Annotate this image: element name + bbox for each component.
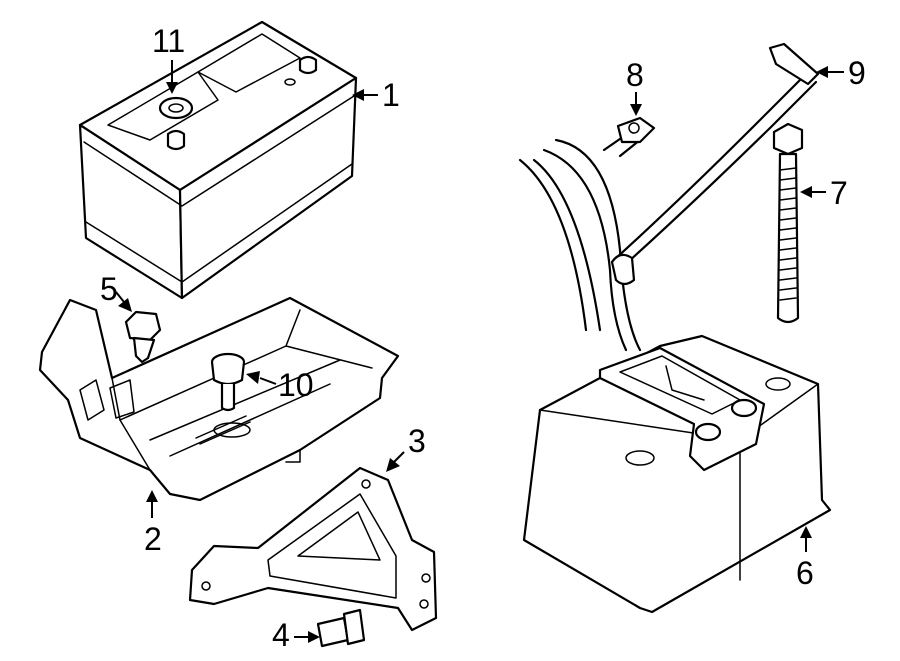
callout-5: 5: [100, 271, 118, 307]
bolt-4: [316, 608, 366, 648]
callout-7: 7: [830, 175, 848, 211]
callout-10: 10: [278, 367, 314, 403]
battery-cover-6: [522, 334, 832, 614]
callout-4: 4: [272, 617, 290, 653]
callout-1: 1: [382, 77, 400, 113]
clip-10: [210, 352, 246, 412]
push-pin-5: [124, 310, 162, 364]
callout-9: 9: [848, 55, 866, 91]
hold-down-bolt-7: [772, 122, 804, 324]
callout-6: 6: [796, 555, 814, 591]
bracket: [188, 466, 438, 632]
callout-8: 8: [626, 57, 644, 93]
callout-3: 3: [408, 423, 426, 459]
callout-2: 2: [144, 521, 162, 557]
battery-cables: [518, 42, 820, 352]
leader-arrows: [115, 60, 844, 643]
callout-11: 11: [152, 23, 185, 59]
battery-tray: [38, 296, 400, 502]
battery: [78, 20, 358, 300]
